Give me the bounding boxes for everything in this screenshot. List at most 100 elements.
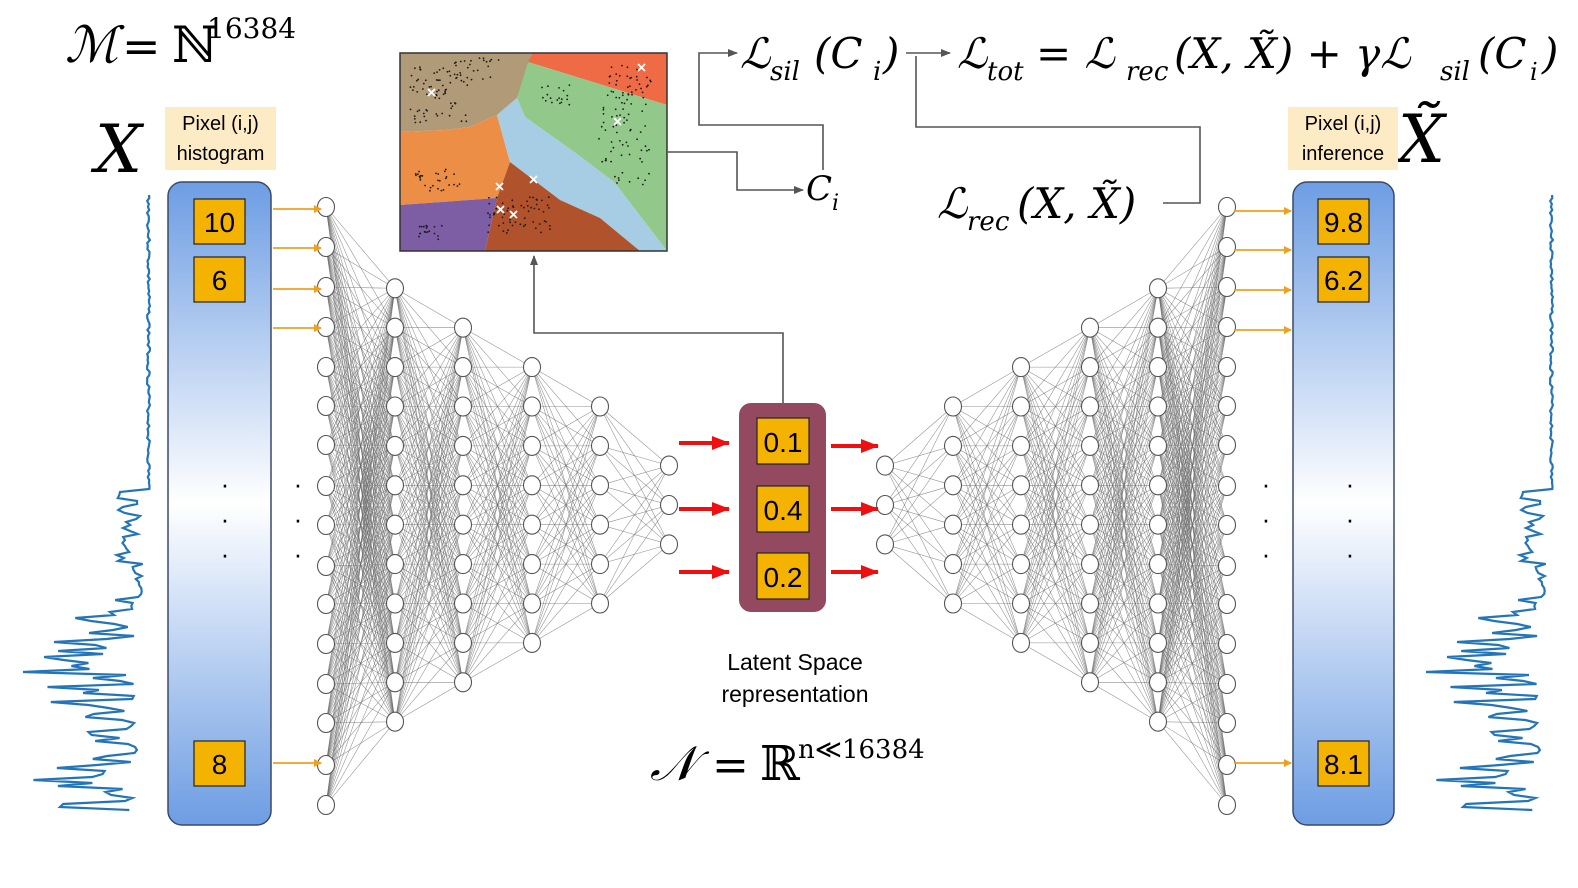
cluster-point <box>601 160 604 163</box>
neuron-node <box>1148 317 1168 338</box>
cluster-point <box>409 108 412 111</box>
cluster-point <box>621 64 623 67</box>
network-neurons <box>316 196 1237 816</box>
cluster-point <box>456 73 459 76</box>
connection-line <box>1089 288 1159 565</box>
connection-line <box>599 465 670 525</box>
connection-line <box>1157 206 1228 565</box>
cluster-point <box>546 204 549 207</box>
centroid-marker <box>613 117 622 126</box>
connection-line <box>462 524 533 683</box>
connection-line <box>531 603 601 644</box>
cluster-point <box>628 153 631 156</box>
neuron-node <box>943 396 963 417</box>
cluster-point <box>464 114 467 117</box>
neuron-node <box>1217 794 1237 816</box>
loss-symbol: ℒ <box>740 29 771 78</box>
cluster-point <box>489 216 491 219</box>
input-label-line1: Pixel (i,j) <box>182 113 259 135</box>
cluster-centroids <box>427 63 646 219</box>
connection-line <box>1089 288 1159 447</box>
connection-line <box>462 366 533 447</box>
cluster-point <box>433 72 436 74</box>
cluster-point <box>417 78 420 81</box>
neuron-node <box>316 555 336 577</box>
ellipsis-dot: · <box>221 539 230 569</box>
cluster-point <box>507 207 510 210</box>
cluster-point <box>544 99 547 102</box>
output-histogram-curve <box>1425 194 1555 812</box>
cluster-point <box>639 157 641 160</box>
connection-line <box>325 288 396 645</box>
cluster-point <box>453 173 455 176</box>
connection-line <box>1089 288 1159 328</box>
cluster-point <box>641 161 643 163</box>
cluster-point <box>506 210 509 212</box>
neuron-node <box>316 356 336 378</box>
cluster-point <box>641 183 644 186</box>
connection-line <box>325 682 396 806</box>
connection-line <box>462 366 533 407</box>
cluster-point <box>612 125 615 128</box>
cluster-point <box>630 91 633 94</box>
cluster-point <box>487 212 489 215</box>
loss-subscript: rec <box>967 207 1010 237</box>
connection-line <box>1020 485 1091 644</box>
connection-line <box>1020 327 1091 407</box>
input-layer-ellipsis: · · · <box>294 469 303 569</box>
connection-line <box>531 406 601 525</box>
connection-line <box>325 406 396 806</box>
cluster-point <box>422 82 425 85</box>
cluster-point <box>618 179 620 182</box>
loss-rhs-part: ) <box>1541 29 1558 78</box>
cluster-point <box>519 223 522 226</box>
latent-value: 0.2 <box>764 562 803 593</box>
cluster-point <box>636 138 638 141</box>
centroid-marker <box>496 205 505 214</box>
cluster-point <box>420 225 423 228</box>
connection-line <box>325 642 396 806</box>
latent-arrows <box>679 436 879 579</box>
cluster-point <box>418 225 421 228</box>
loss-rhs-part: = ℒ <box>1036 29 1116 78</box>
cluster-point <box>520 204 523 207</box>
cluster-point <box>498 224 500 227</box>
cluster-point <box>415 174 417 177</box>
cluster-point <box>648 172 650 175</box>
cluster-point <box>419 179 422 181</box>
cluster-point <box>418 235 420 238</box>
cluster-point <box>422 225 425 228</box>
cluster-point <box>440 189 443 192</box>
cluster-point <box>449 81 452 84</box>
cluster-point <box>442 67 445 70</box>
neuron-node <box>522 435 542 456</box>
connection-line <box>394 327 464 447</box>
connection-line <box>462 367 533 643</box>
connection-line <box>325 288 396 526</box>
input-value-box <box>193 256 246 303</box>
cluster-point <box>444 90 446 93</box>
connection-line <box>394 327 464 486</box>
connection-line <box>599 465 670 604</box>
neuron-node <box>943 554 963 575</box>
cluster-point <box>526 205 529 207</box>
cluster-point <box>542 96 544 99</box>
cluster-point <box>627 93 630 96</box>
neuron-node <box>453 593 473 614</box>
connection-line <box>531 366 601 407</box>
cluster-point <box>444 168 447 171</box>
cluster-point <box>458 183 461 186</box>
ellipsis-dot: · <box>1262 539 1271 569</box>
cluster-to-sil-line <box>698 49 824 170</box>
connection-line <box>325 642 396 724</box>
cluster-point <box>558 97 560 99</box>
cluster-point <box>409 86 412 88</box>
neuron-node <box>316 633 336 655</box>
cluster-point <box>560 101 563 104</box>
cluster-point <box>442 93 445 96</box>
input-value-box <box>193 740 246 787</box>
cluster-point <box>547 207 550 209</box>
neuron-node <box>943 514 963 535</box>
connection-line <box>1157 405 1228 722</box>
